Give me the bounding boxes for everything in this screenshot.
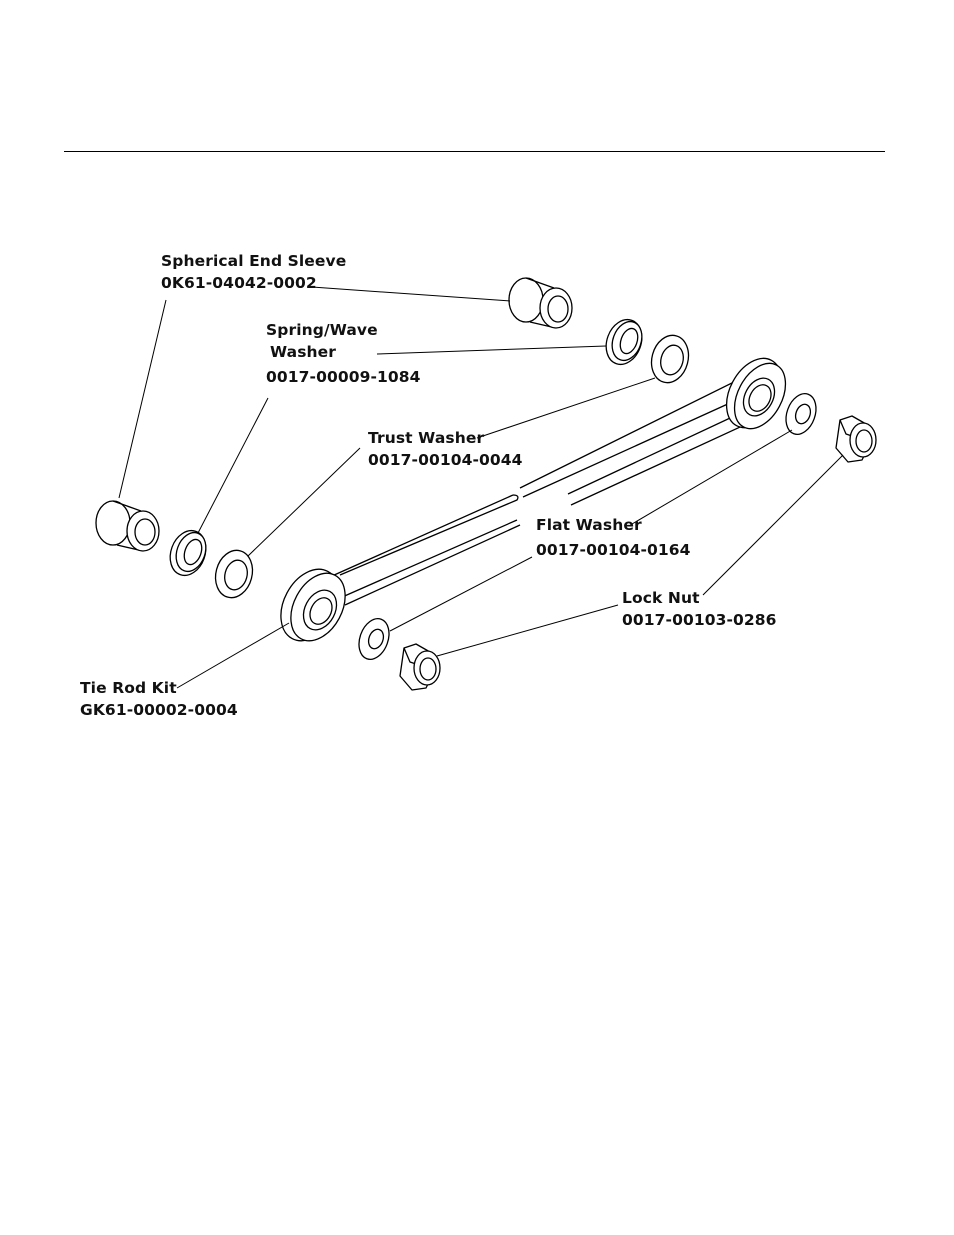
leader-sleeve-upper: [311, 286, 511, 302]
part-number-lock-nut: 0017-00103-0286: [622, 611, 777, 629]
upper-rod-eye: [725, 357, 787, 430]
lower-rod-eye: [280, 568, 346, 642]
part-number-flat-washer: 0017-00104-0164: [536, 541, 691, 559]
part-number-spherical-end-sleeve: 0K61-04042-0002: [161, 274, 317, 292]
label-spherical-end-sleeve: Spherical End Sleeve: [161, 252, 347, 270]
lower-rod-shaft: [322, 494, 521, 606]
callout-spring-wave-washer: Spring/Wave Washer 0017-00009-1084: [266, 319, 421, 388]
flat-washer-lower: [358, 618, 390, 660]
callout-trust-washer: Trust Washer 0017-00104-0044: [368, 427, 523, 471]
header-rule: [64, 151, 885, 152]
leader-tie-rod: [176, 622, 290, 689]
callout-lock-nut: Lock Nut 0017-00103-0286: [622, 587, 777, 631]
callout-flat-washer: Flat Washer 0017-00104-0164: [536, 514, 691, 561]
leader-flat-upper: [631, 429, 793, 525]
label-tie-rod-kit: Tie Rod Kit: [80, 679, 177, 697]
spherical-end-sleeve-upper: [508, 277, 573, 329]
part-number-tie-rod-kit: GK61-00002-0004: [80, 701, 238, 719]
spring-wave-washer-lower: [169, 529, 207, 577]
callout-tie-rod-kit: Tie Rod Kit GK61-00002-0004: [80, 677, 238, 721]
label-spring-wave-washer-line1: Spring/Wave: [266, 321, 378, 339]
label-spring-wave-washer-line2: Washer: [270, 343, 337, 361]
leader-wave-upper: [376, 345, 607, 355]
flat-washer-upper: [785, 393, 817, 435]
spherical-end-sleeve-lower: [95, 500, 160, 552]
leader-flat-lower: [389, 556, 533, 632]
spring-wave-washer-upper: [605, 318, 643, 366]
lock-nut-upper: [835, 415, 877, 463]
trust-washer-upper: [650, 334, 690, 384]
trust-washer-lower: [214, 549, 254, 599]
leader-nut-lower: [436, 604, 619, 657]
label-lock-nut: Lock Nut: [622, 589, 700, 607]
leader-trust-upper: [476, 377, 656, 439]
leader-trust-lower: [247, 447, 361, 557]
lock-nut-lower: [399, 643, 441, 691]
leader-nut-upper: [702, 454, 844, 596]
leader-sleeve-lower: [118, 299, 167, 499]
leader-lines: [118, 286, 844, 689]
label-flat-washer: Flat Washer: [536, 516, 642, 534]
leader-wave-lower: [197, 397, 269, 534]
callout-spherical-end-sleeve: Spherical End Sleeve 0K61-04042-0002: [161, 250, 346, 294]
label-trust-washer: Trust Washer: [368, 429, 485, 447]
part-number-trust-washer: 0017-00104-0044: [368, 451, 523, 469]
part-number-spring-wave-washer: 0017-00009-1084: [266, 368, 421, 386]
